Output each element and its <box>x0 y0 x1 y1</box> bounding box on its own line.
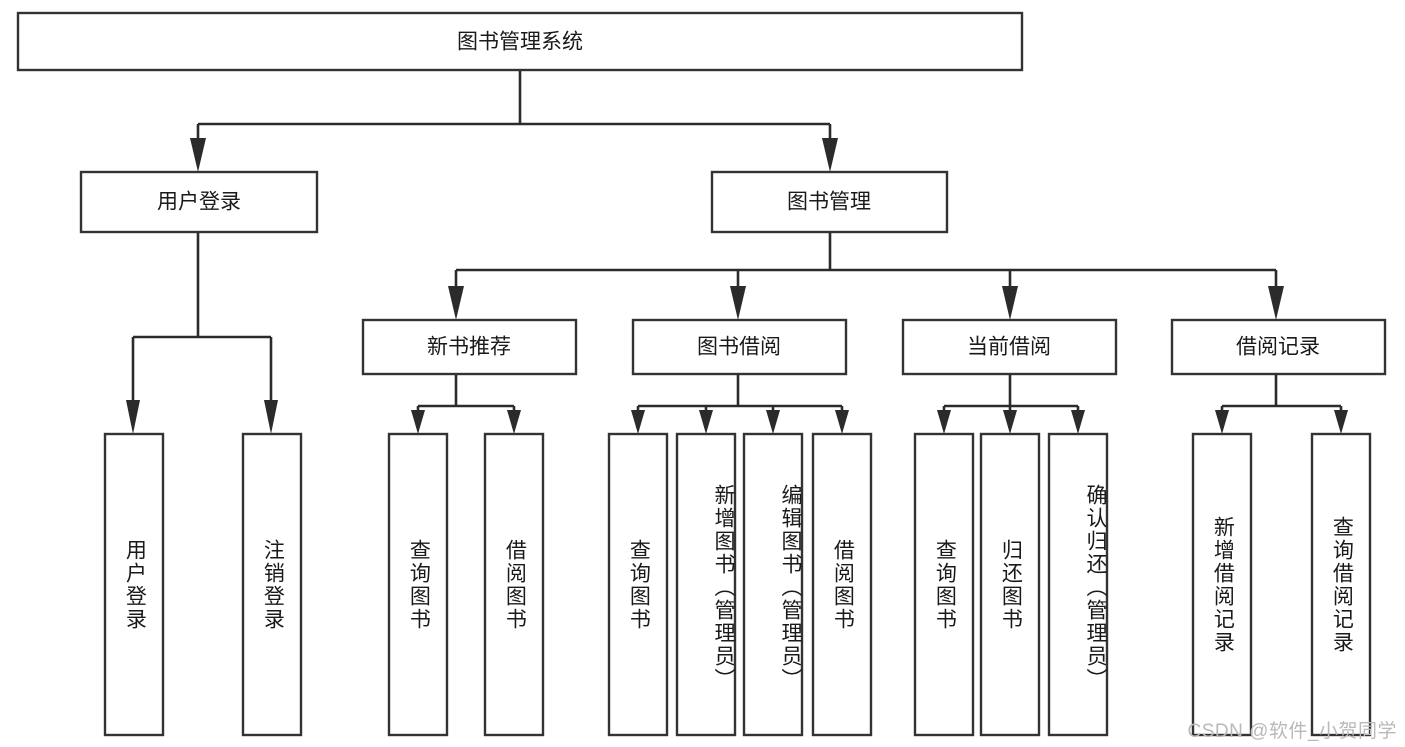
arrow-head-to-book-manage <box>822 138 838 172</box>
node-user-login[interactable]: 用户登录 <box>79 170 319 234</box>
node-book-manage[interactable]: 图书管理 <box>710 170 949 234</box>
node-new-book-recommend-box[interactable] <box>361 318 578 376</box>
arrow-head-newbook-leaf-2 <box>507 410 521 434</box>
connector-group-book-borrow <box>631 374 849 434</box>
node-borrow-record-box[interactable] <box>1170 318 1387 376</box>
leaf-box-borrow-book-2[interactable] <box>811 432 873 737</box>
connector-group-root <box>190 70 838 172</box>
leaf-group-new-book-recommend <box>387 432 545 737</box>
node-root-label: 图书管理系统 <box>457 31 583 54</box>
arrow-head-newbook-leaf-1 <box>411 410 425 434</box>
connector-group-current-borrow <box>937 374 1085 434</box>
node-borrow-record[interactable]: 借阅记录 <box>1170 318 1387 376</box>
node-root-box[interactable] <box>16 11 1024 72</box>
arrow-head-to-current-borrow <box>1002 286 1018 320</box>
arrow-head-bookborrow-leaf-2 <box>699 410 713 434</box>
leaf-box-query-book-3[interactable] <box>913 432 975 737</box>
node-borrow-record-label: 借阅记录 <box>1236 336 1320 359</box>
arrow-head-currentborrow-leaf-2 <box>1003 410 1017 434</box>
arrow-head-borrowrecord-leaf-1 <box>1215 410 1229 434</box>
watermark-text: CSDN @软件_小贺同学 <box>1187 721 1397 742</box>
arrow-head-bookborrow-leaf-4 <box>835 410 849 434</box>
leaf-box-query-book-2[interactable] <box>607 432 669 737</box>
arrow-head-to-leaf-user-login <box>126 400 140 434</box>
node-book-manage-box[interactable] <box>710 170 949 234</box>
connector-group-borrow-record <box>1215 374 1348 434</box>
leaf-box-logout[interactable] <box>241 432 303 737</box>
node-book-manage-label: 图书管理 <box>787 191 871 214</box>
arrow-head-to-book-borrow <box>730 286 746 320</box>
connector-group-new-book <box>411 374 521 434</box>
arrow-head-bookborrow-leaf-1 <box>631 410 645 434</box>
leaf-box-query-borrow-record[interactable] <box>1310 432 1372 737</box>
leaf-box-edit-book-admin[interactable] <box>742 432 804 737</box>
leaf-box-return-book[interactable] <box>979 432 1041 737</box>
node-current-borrow-label: 当前借阅 <box>967 336 1051 359</box>
arrow-head-to-borrow-record <box>1268 286 1284 320</box>
leaf-box-confirm-return-admin[interactable] <box>1047 432 1109 737</box>
arrow-head-to-user-login <box>190 138 206 172</box>
node-new-book-recommend[interactable]: 新书推荐 <box>361 318 578 376</box>
node-book-borrow-box[interactable] <box>631 318 848 376</box>
connector-group-user-login <box>126 232 278 434</box>
node-current-borrow[interactable]: 当前借阅 <box>901 318 1118 376</box>
node-book-borrow-label: 图书借阅 <box>697 336 781 359</box>
node-root[interactable]: 图书管理系统 <box>16 11 1024 72</box>
arrow-head-to-new-book <box>448 286 464 320</box>
leaf-box-add-book-admin[interactable] <box>675 432 737 737</box>
leaf-box-query-book-1[interactable] <box>387 432 449 737</box>
node-new-book-recommend-label: 新书推荐 <box>427 336 511 359</box>
arrow-head-bookborrow-leaf-3 <box>766 410 780 434</box>
leaf-group-borrow-record <box>1191 432 1372 737</box>
leaf-group-current-borrow <box>913 432 1109 737</box>
node-current-borrow-box[interactable] <box>901 318 1118 376</box>
leaf-group-book-borrow <box>607 432 873 737</box>
leaf-box-add-borrow-record[interactable] <box>1191 432 1253 737</box>
leaf-box-user-login[interactable] <box>103 432 165 737</box>
connector-group-book-manage <box>448 232 1284 320</box>
leaf-box-borrow-book-1[interactable] <box>483 432 545 737</box>
arrow-head-to-leaf-logout <box>264 400 278 434</box>
node-book-borrow[interactable]: 图书借阅 <box>631 318 848 376</box>
arrow-head-currentborrow-leaf-1 <box>937 410 951 434</box>
arrow-head-currentborrow-leaf-3 <box>1071 410 1085 434</box>
node-user-login-label: 用户登录 <box>157 191 241 214</box>
node-user-login-box[interactable] <box>79 170 319 234</box>
leaf-group-user-login <box>103 432 303 737</box>
arrow-head-borrowrecord-leaf-2 <box>1334 410 1348 434</box>
